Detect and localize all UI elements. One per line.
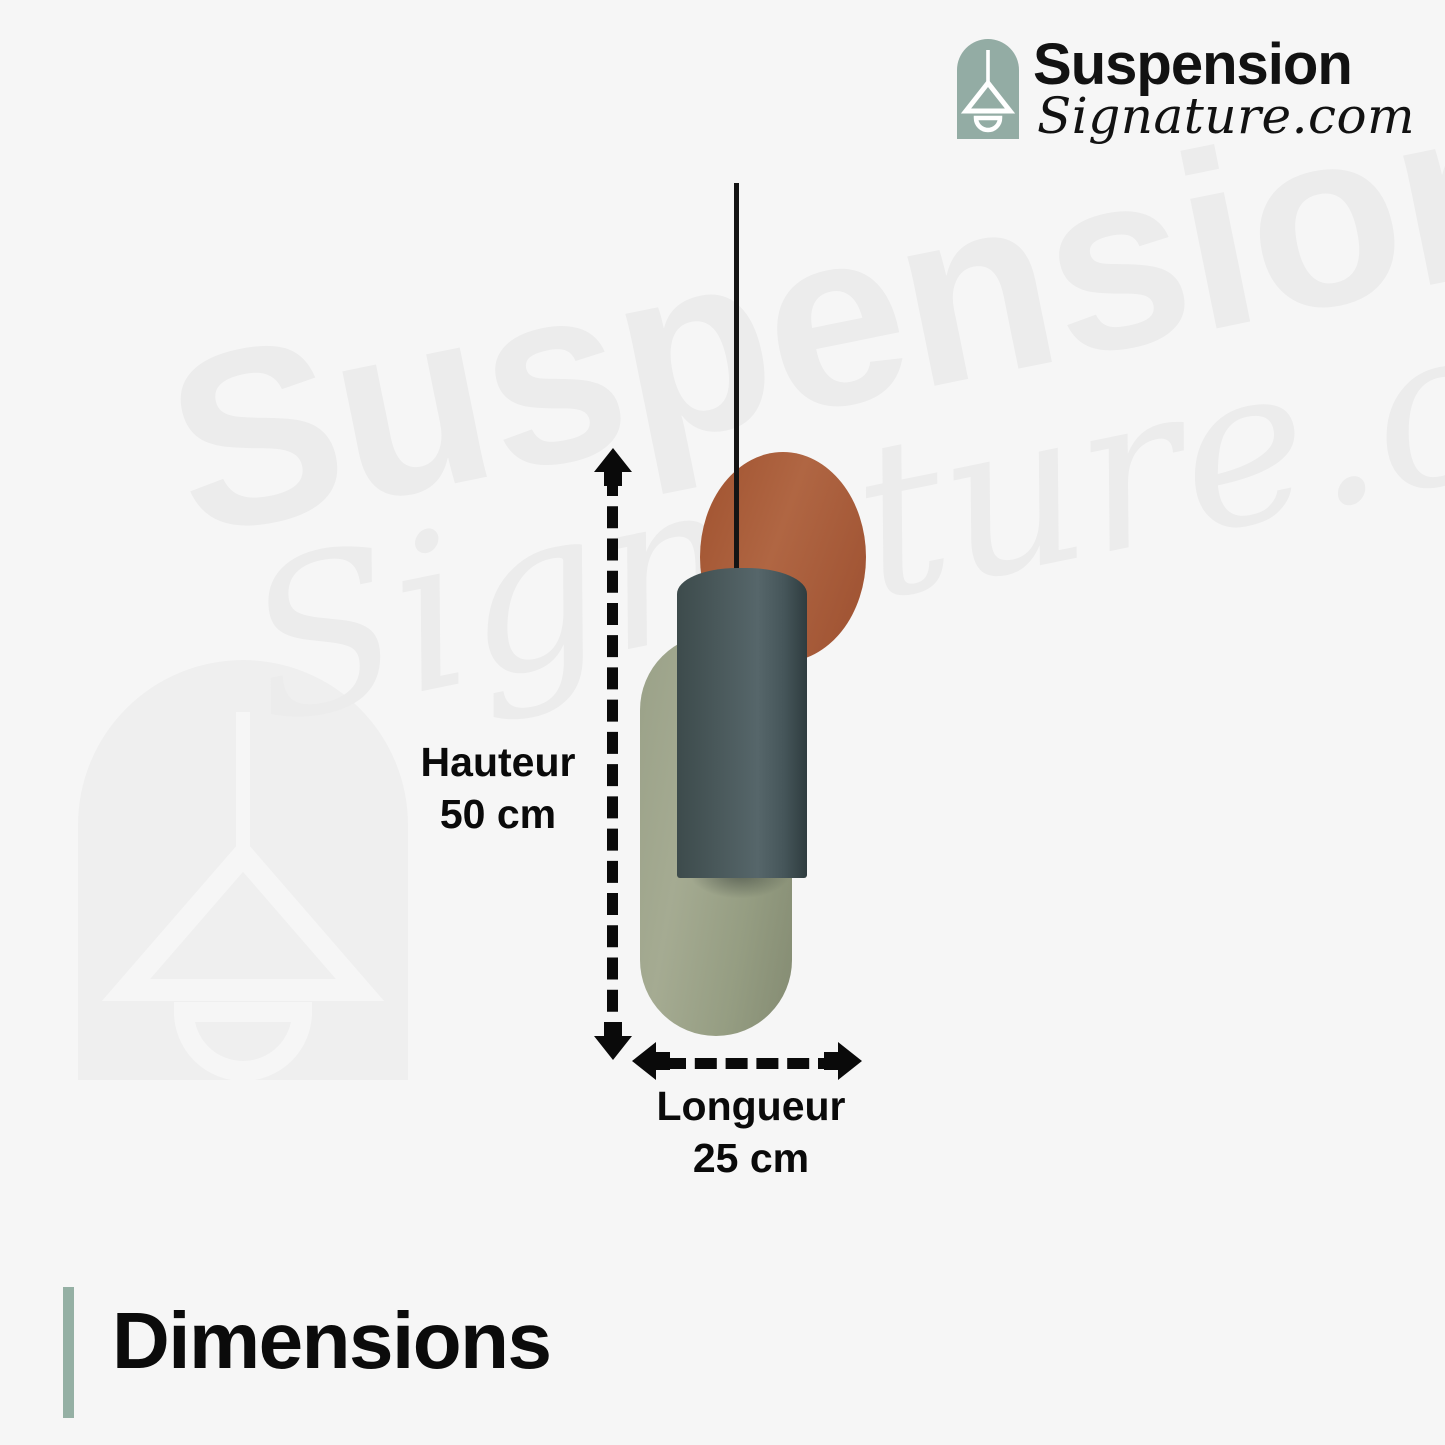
footer-section: Dimensions bbox=[0, 1255, 1445, 1445]
pendant-lamp-icon bbox=[957, 38, 1020, 139]
length-dimension-line bbox=[664, 1058, 840, 1069]
arrow-right-icon bbox=[824, 1042, 862, 1080]
arrow-left-icon bbox=[632, 1042, 670, 1080]
lamp-cord-part bbox=[734, 183, 739, 583]
brand-logo-wordmark: Suspension Signature.com bbox=[1033, 32, 1415, 146]
arrow-down-icon bbox=[594, 1022, 632, 1060]
brand-name-line-1: Suspension bbox=[1033, 32, 1353, 97]
length-dimension-label: Longueur 25 cm bbox=[656, 1083, 846, 1181]
brand-logo[interactable]: Suspension Signature.com bbox=[957, 32, 1415, 146]
page-title: Dimensions bbox=[112, 1296, 552, 1385]
footer-accent-bar bbox=[63, 1287, 74, 1418]
lamp-teal-cylinder-part bbox=[677, 568, 807, 878]
height-dimension-label: Hauteur 50 cm bbox=[420, 739, 576, 837]
brand-name-line-2: Signature.com bbox=[1037, 87, 1415, 146]
height-dimension-line bbox=[607, 474, 618, 1044]
arrow-up-icon bbox=[594, 448, 632, 486]
